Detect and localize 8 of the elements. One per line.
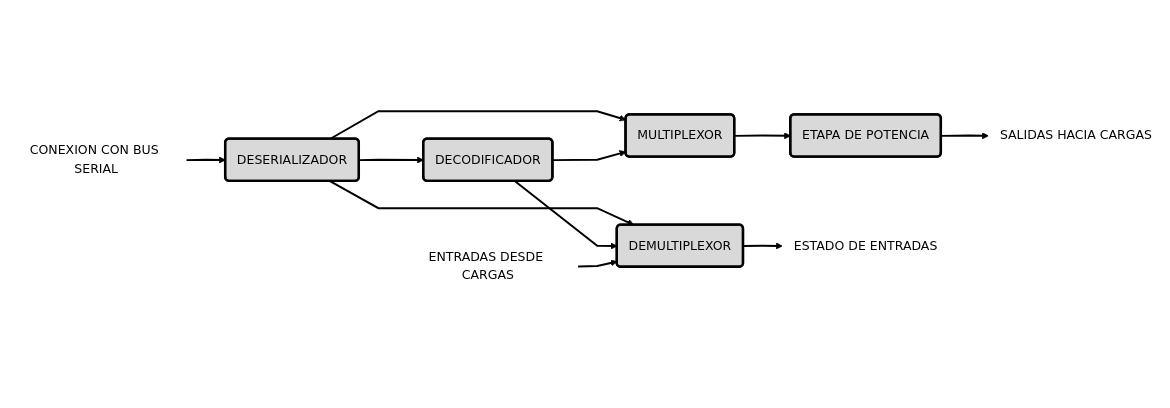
arrow (358, 156, 424, 164)
arrow (742, 242, 783, 250)
node-text: CONEXION CON BUS SERIAL (29, 142, 159, 177)
node-text: SALIDAS HACIA CARGAS (999, 127, 1152, 143)
arrow (185, 156, 226, 164)
arrow (940, 132, 989, 140)
node-text: ENTRADAS DESDE CARGAS (428, 248, 544, 283)
node-text: ESTADO DE ENTRADAS (793, 238, 938, 253)
